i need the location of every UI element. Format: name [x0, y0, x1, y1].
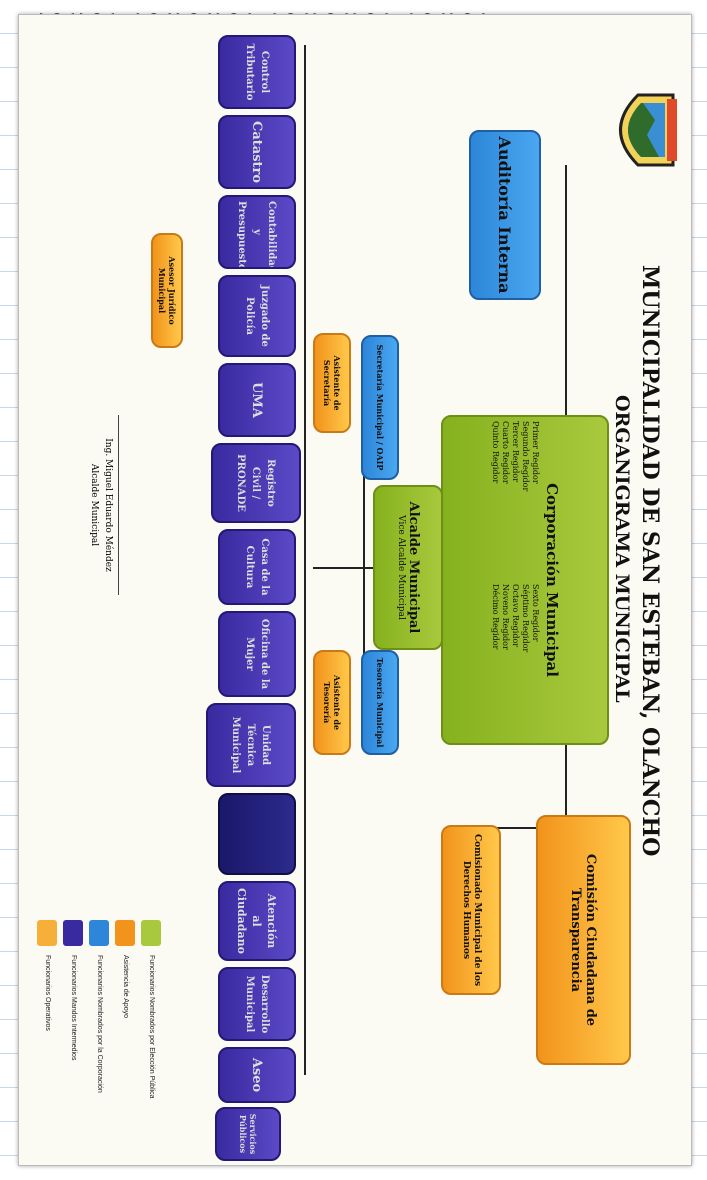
alcalde-municipal-box: Alcalde Municipal Vice Alcalde Municipal — [373, 485, 443, 650]
member: Tercer Regidor — [511, 421, 521, 483]
department-title: Desarrollo Municipal — [244, 974, 270, 1034]
auditoria-interna-box: Auditoría Interna — [469, 130, 541, 300]
connector-line — [304, 45, 306, 1075]
auditoria-title: Auditoría Interna — [495, 136, 515, 294]
legend-swatch — [141, 920, 161, 946]
page-title: MUNICIPALIDAD DE SAN ESTEBAN, OLANCHO — [637, 265, 663, 857]
tesoreria-title: Tesorería Municipal — [375, 657, 385, 748]
secretaria-box: Secretaría Municipal / OAIP — [361, 335, 399, 480]
department-box: Oficina de la Mujer — [218, 611, 296, 697]
asistente-tesoreria-box: Asistente de Tesorería — [313, 650, 351, 755]
legend-label: Funcionarios Nombrados por Elección Públ… — [148, 955, 155, 1099]
legend-swatch — [63, 920, 83, 946]
department-box: Casa de la Cultura — [218, 529, 296, 605]
alcalde-title: Alcalde Municipal — [406, 501, 421, 634]
department-box: Atención al Ciudadano — [218, 881, 296, 961]
department-box: Catastro — [218, 115, 296, 189]
member: Décimo Regidor — [491, 584, 501, 650]
comision-transparencia-box: Comisión Ciudadana de Transparencia — [536, 815, 631, 1065]
member: Octavo Regidor — [511, 584, 521, 648]
printed-organigram-sheet: MUNICIPALIDAD DE SAN ESTEBAN, OLANCHO OR… — [18, 14, 692, 1166]
asistente-secretaria-box: Asistente de Secretaría — [313, 333, 351, 433]
department-title: Casa de la Cultura — [244, 538, 270, 596]
member: Quinto Regidor — [491, 421, 501, 484]
organigram-rotated-canvas: MUNICIPALIDAD DE SAN ESTEBAN, OLANCHO OR… — [19, 15, 691, 1165]
department-box: Control Tributario — [218, 35, 296, 109]
department-box: Desarrollo Municipal — [218, 967, 296, 1041]
corporacion-municipal-box: Corporación Municipal Primer Regidor Seg… — [441, 415, 609, 745]
signature-name: Ing. Miguel Eduardo Méndez — [103, 438, 113, 572]
department-title: UMA — [249, 382, 265, 418]
tesoreria-box: Tesorería Municipal — [361, 650, 399, 755]
member: Segundo Regidor — [521, 421, 531, 492]
asesor-juridico-box: Asesor Jurídico Municipal — [151, 233, 183, 348]
asistente-tesoreria-title: Asistente de Tesorería — [322, 674, 342, 731]
department-title: Contabilidad y Presupuesto — [236, 201, 278, 269]
secretaria-title: Secretaría Municipal / OAIP — [375, 344, 385, 471]
department-title: Unidad Técnica Municipal — [230, 716, 272, 774]
member: Primer Regidor — [531, 421, 541, 484]
department-title: Servicios Públicos — [238, 1113, 258, 1155]
legend-label: Asistencia de Apoyo — [122, 955, 129, 1019]
department-box: Unidad Técnica Municipal — [206, 703, 296, 787]
department-box — [218, 793, 296, 875]
department-box: Aseo — [218, 1047, 296, 1103]
legend-swatch — [115, 920, 135, 946]
department-box: Contabilidad y Presupuesto — [218, 195, 296, 269]
department-box: UMA — [218, 363, 296, 437]
corporacion-members: Primer Regidor Segundo Regidor Tercer Re… — [491, 421, 541, 739]
comisionado-ddhh-box: Comisionado Municipal de los Derechos Hu… — [441, 825, 501, 995]
department-box: Juzgado de Policía — [218, 275, 296, 357]
asistente-secretaria-title: Asistente de Secretaría — [322, 355, 342, 411]
asesor-juridico-title: Asesor Jurídico Municipal — [157, 256, 177, 325]
vice-alcalde-label: Vice Alcalde Municipal — [396, 515, 406, 620]
department-title: Oficina de la Mujer — [244, 618, 270, 690]
legend-label: Funcionarios Nombrados por la Corporació… — [96, 955, 103, 1093]
member: Séptimo Regidor — [521, 584, 531, 653]
signature-line — [118, 415, 119, 595]
department-title: Juzgado de Policía — [244, 285, 270, 347]
department-title: Catastro — [249, 121, 265, 184]
member: Sexto Regidor — [531, 584, 541, 642]
legend-swatch — [89, 920, 109, 946]
page-subtitle: ORGANIGRAMA MUNICIPAL — [611, 395, 633, 703]
member: Noveno Regidor — [501, 584, 511, 650]
department-box: Registro Civil / PRONADE — [211, 443, 301, 523]
legend-label: Funcionarios Operativos — [44, 955, 51, 1031]
department-title: Registro Civil / PRONADE — [235, 454, 277, 512]
department-title: Control Tributario — [244, 43, 270, 101]
legend-swatch — [37, 920, 57, 946]
signature-role: Alcalde Municipal — [89, 463, 99, 547]
department-title: Atención al Ciudadano — [235, 888, 279, 954]
member: Cuarto Regidor — [501, 421, 511, 484]
department-box: Servicios Públicos — [215, 1107, 281, 1161]
corporacion-title: Corporación Municipal — [543, 483, 562, 677]
legend-label: Funcionarios Mandos Intermedios — [70, 955, 77, 1061]
comision-title: Comisión Ciudadana de Transparencia — [568, 853, 599, 1027]
municipal-crest-icon — [603, 85, 683, 175]
comisionado-title: Comisionado Municipal de los Derechos Hu… — [461, 833, 482, 987]
department-title: Aseo — [249, 1057, 265, 1093]
